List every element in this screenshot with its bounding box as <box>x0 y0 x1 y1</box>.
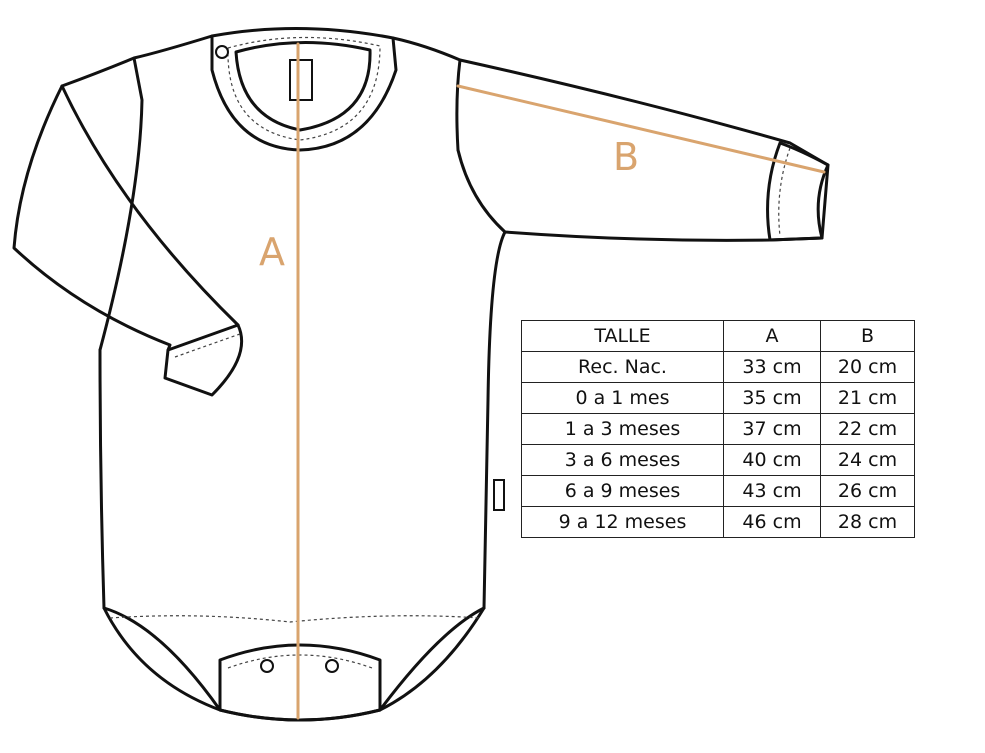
cell-b: 26 cm <box>820 475 915 507</box>
cell-a: 37 cm <box>723 413 821 445</box>
leg-opening-right <box>378 606 486 712</box>
cell-a: 40 cm <box>723 444 821 476</box>
table-header-row: TALLE A B <box>521 320 915 352</box>
leg-opening-left <box>102 606 222 712</box>
cell-a: 35 cm <box>723 382 821 414</box>
header-talle: TALLE <box>521 320 724 352</box>
left-body-side <box>98 348 106 610</box>
right-shoulder-line <box>455 58 462 152</box>
crotch-stitch <box>227 654 373 669</box>
table-row: 1 a 3 meses 37 cm 22 cm <box>521 413 915 445</box>
measure-label-b: B <box>613 135 640 179</box>
crotch-flap <box>218 643 382 722</box>
table-row: 0 a 1 mes 35 cm 21 cm <box>521 382 915 414</box>
neck-tag <box>289 59 313 101</box>
table-row: 6 a 9 meses 43 cm 26 cm <box>521 475 915 507</box>
cell-b: 21 cm <box>820 382 915 414</box>
cell-size: Rec. Nac. <box>521 351 724 383</box>
right-body-side <box>482 230 507 610</box>
measure-line-b <box>456 84 826 174</box>
table-row: 3 a 6 meses 40 cm 24 cm <box>521 444 915 476</box>
cell-size: 0 a 1 mes <box>521 382 724 414</box>
cell-size: 1 a 3 meses <box>521 413 724 445</box>
table-row: Rec. Nac. 33 cm 20 cm <box>521 351 915 383</box>
header-b: B <box>820 320 915 352</box>
cell-size: 3 a 6 meses <box>521 444 724 476</box>
cell-b: 28 cm <box>820 506 915 538</box>
cell-size: 9 a 12 meses <box>521 506 724 538</box>
neck-band <box>210 27 398 152</box>
right-cuff-stitch <box>778 147 791 237</box>
neck-stitch <box>227 36 381 141</box>
side-tag <box>493 479 505 511</box>
neck-inner <box>234 41 372 132</box>
cell-b: 20 cm <box>820 351 915 383</box>
cell-a: 46 cm <box>723 506 821 538</box>
table-row: 9 a 12 meses 46 cm 28 cm <box>521 506 915 538</box>
left-sleeve-body <box>60 84 240 327</box>
cell-size: 6 a 9 meses <box>521 475 724 507</box>
crotch-snap-left <box>260 659 274 673</box>
right-cuff <box>766 141 830 242</box>
cell-a: 33 cm <box>723 351 821 383</box>
cell-b: 24 cm <box>820 444 915 476</box>
measure-label-a: A <box>259 230 285 274</box>
shoulder-snap <box>215 45 229 59</box>
bottom-hem <box>102 606 486 722</box>
crotch-snap-right <box>325 659 339 673</box>
hem-stitch <box>109 615 481 623</box>
cell-b: 22 cm <box>820 413 915 445</box>
header-a: A <box>723 320 821 352</box>
cell-a: 43 cm <box>723 475 821 507</box>
size-table: TALLE A B Rec. Nac. 33 cm 20 cm 0 a 1 me… <box>521 320 915 538</box>
left-cuff <box>163 323 244 397</box>
left-sleeve <box>12 34 214 352</box>
